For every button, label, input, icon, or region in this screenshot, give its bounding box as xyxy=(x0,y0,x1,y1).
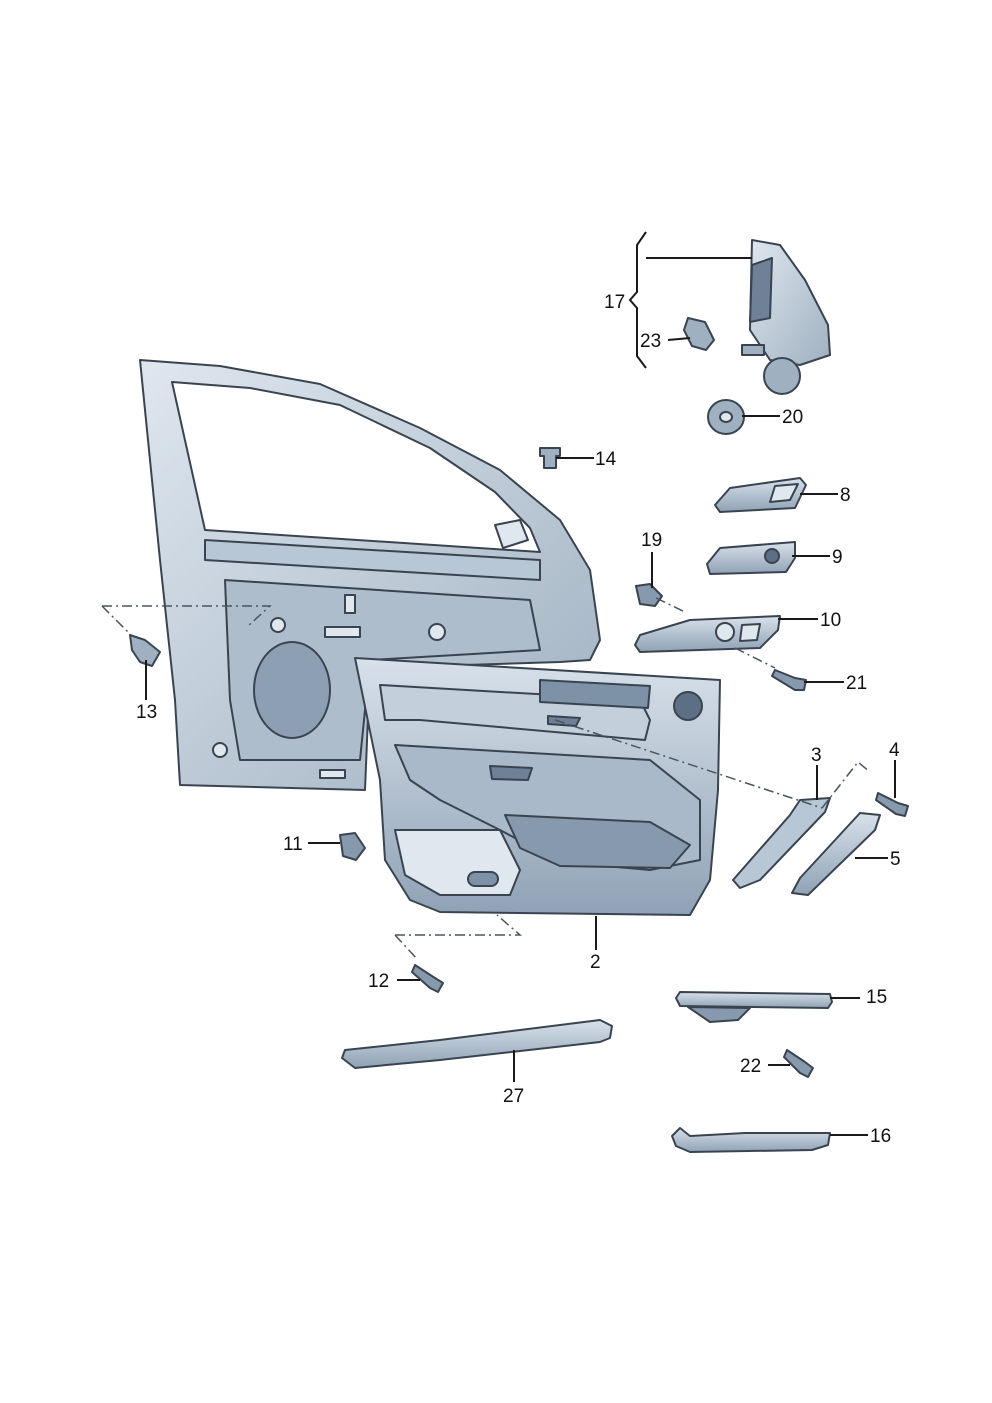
callout-15: 15 xyxy=(866,987,887,1008)
washer-20 xyxy=(707,399,745,435)
cap-14 xyxy=(539,447,561,469)
screw-21 xyxy=(771,669,807,691)
screw-12 xyxy=(411,964,444,993)
leader-lines xyxy=(145,257,896,1136)
callout-2: 2 xyxy=(590,952,601,973)
callout-labels: 17 23 20 14 8 9 19 10 21 13 4 3 5 11 2 1… xyxy=(136,292,901,1147)
lower-trim-16 xyxy=(671,1127,831,1153)
callout-3: 3 xyxy=(811,745,822,766)
callout-13: 13 xyxy=(136,702,157,723)
clip-11 xyxy=(339,832,366,861)
callout-8: 8 xyxy=(840,485,851,506)
armrest-15 xyxy=(675,991,833,1023)
trim-strip-27 xyxy=(341,1019,613,1069)
clip-13 xyxy=(129,634,161,667)
mirror-trim-cover xyxy=(741,239,831,395)
assembly-lines xyxy=(101,597,871,961)
clip-19 xyxy=(635,583,663,607)
callout-16: 16 xyxy=(870,1126,891,1147)
trim-strip-5 xyxy=(791,812,881,896)
handle-cover-9 xyxy=(706,541,796,575)
door-handle-10 xyxy=(634,615,781,653)
callout-23: 23 xyxy=(640,331,661,352)
bracket-17 xyxy=(628,231,647,369)
handle-cover-8 xyxy=(714,477,807,513)
callout-12: 12 xyxy=(368,971,389,992)
screw-22 xyxy=(783,1049,814,1078)
callout-4: 4 xyxy=(889,740,900,761)
callout-9: 9 xyxy=(832,547,843,568)
callout-10: 10 xyxy=(820,610,841,631)
callout-14: 14 xyxy=(595,449,617,470)
bracket-3 xyxy=(732,797,831,889)
screw-4 xyxy=(875,792,909,817)
callout-11: 11 xyxy=(283,834,303,855)
callout-27: 27 xyxy=(503,1086,524,1107)
callout-20: 20 xyxy=(782,407,803,428)
door-trim-panel xyxy=(354,657,721,916)
callout-22: 22 xyxy=(740,1056,761,1077)
callout-5: 5 xyxy=(890,849,901,870)
door-frame xyxy=(139,359,601,791)
callout-21: 21 xyxy=(846,673,867,694)
callout-19: 19 xyxy=(641,530,662,551)
clip-23 xyxy=(683,317,715,351)
callout-17: 17 xyxy=(604,292,625,313)
